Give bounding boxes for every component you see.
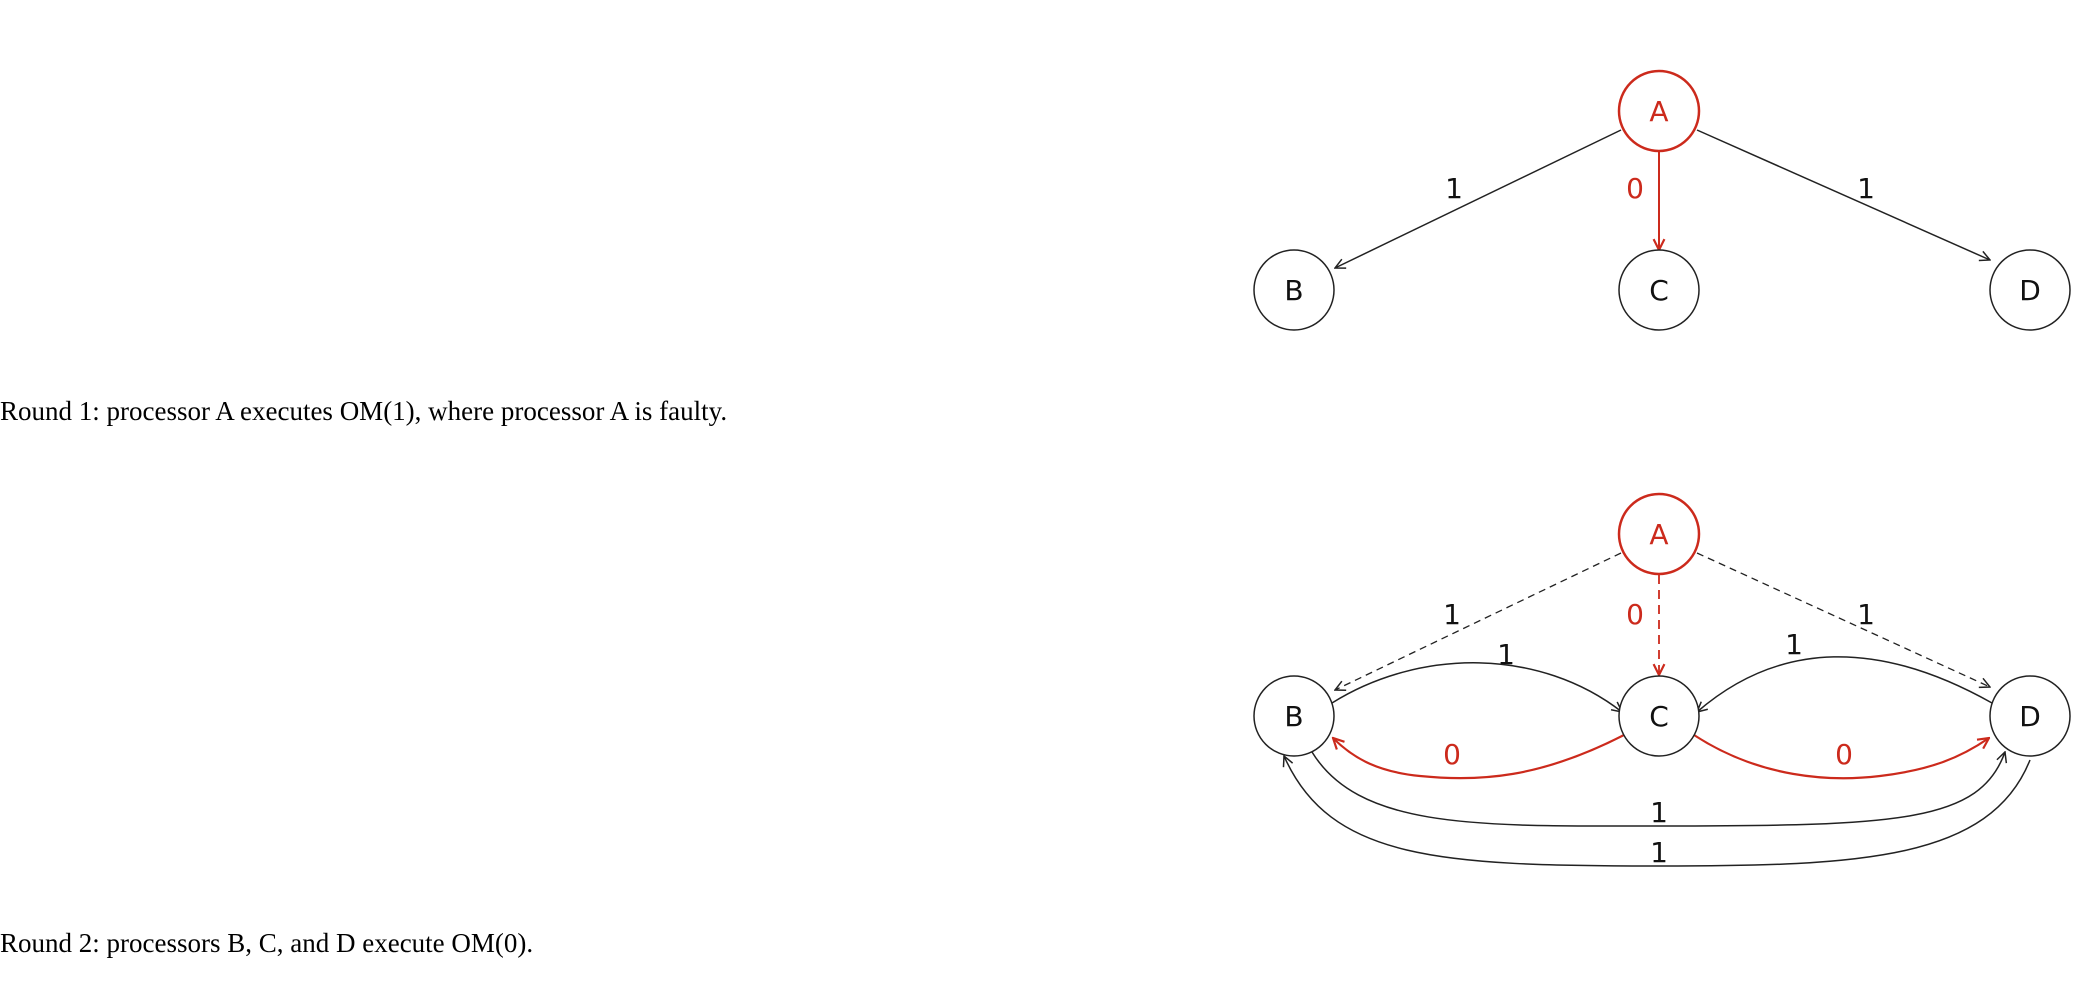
- round1-node-a: A: [1617, 69, 1701, 153]
- round1-node-d: D: [1989, 249, 2071, 331]
- round2-node-d-label: D: [2019, 700, 2041, 733]
- round2-edge-b-d: [1311, 752, 2005, 827]
- round2-node-b: B: [1253, 675, 1335, 757]
- round1-node-a-label: A: [1649, 95, 1668, 128]
- round2-label-a-c: 0: [1626, 598, 1644, 631]
- round1-diagram: 1 0 1 A B C D: [1253, 69, 2071, 331]
- round2-label-d-c: 1: [1785, 628, 1803, 661]
- round2-caption: Round 2: processors B, C, and D execute …: [0, 928, 534, 958]
- round2-label-c-d: 0: [1835, 738, 1853, 771]
- round1-node-c-label: C: [1649, 274, 1669, 307]
- round2-node-c: C: [1618, 675, 1700, 757]
- round2-edge-b-c: [1331, 662, 1622, 712]
- round1-caption: Round 1: processor A executes OM(1), whe…: [0, 396, 728, 426]
- round2-edge-a-b: [1335, 552, 1622, 690]
- round1-label-a-d: 1: [1857, 172, 1875, 205]
- round2-node-a-label: A: [1649, 518, 1668, 551]
- round2-label-b-c: 1: [1497, 638, 1515, 671]
- round2-label-c-b: 0: [1443, 738, 1461, 771]
- round2-node-d: D: [1989, 675, 2071, 757]
- round2-edge-d-c: [1697, 656, 1993, 712]
- round2-diagram: 1 0 1 1 1 0 0 1 1 A B C D: [1253, 492, 2071, 869]
- round1-node-b-label: B: [1284, 274, 1303, 307]
- round1-node-c: C: [1618, 249, 1700, 331]
- round2-node-a: A: [1617, 492, 1701, 576]
- round1-label-a-b: 1: [1445, 172, 1463, 205]
- round1-node-b: B: [1253, 249, 1335, 331]
- round2-label-d-b: 1: [1650, 836, 1668, 869]
- round1-label-a-c: 0: [1626, 172, 1644, 205]
- round2-edge-d-b: [1284, 756, 2031, 867]
- round2-edge-c-b: [1333, 734, 1625, 780]
- round2-edge-a-d: [1696, 552, 1990, 687]
- round2-node-c-label: C: [1649, 700, 1669, 733]
- round2-label-a-d: 1: [1857, 598, 1875, 631]
- round2-label-a-b: 1: [1443, 598, 1461, 631]
- round2-label-b-d: 1: [1650, 796, 1668, 829]
- round1-edge-a-d: [1696, 129, 1990, 260]
- round1-node-d-label: D: [2019, 274, 2041, 307]
- round2-node-b-label: B: [1284, 700, 1303, 733]
- round1-edge-a-b: [1335, 129, 1622, 268]
- round2-edge-c-d: [1693, 734, 1989, 780]
